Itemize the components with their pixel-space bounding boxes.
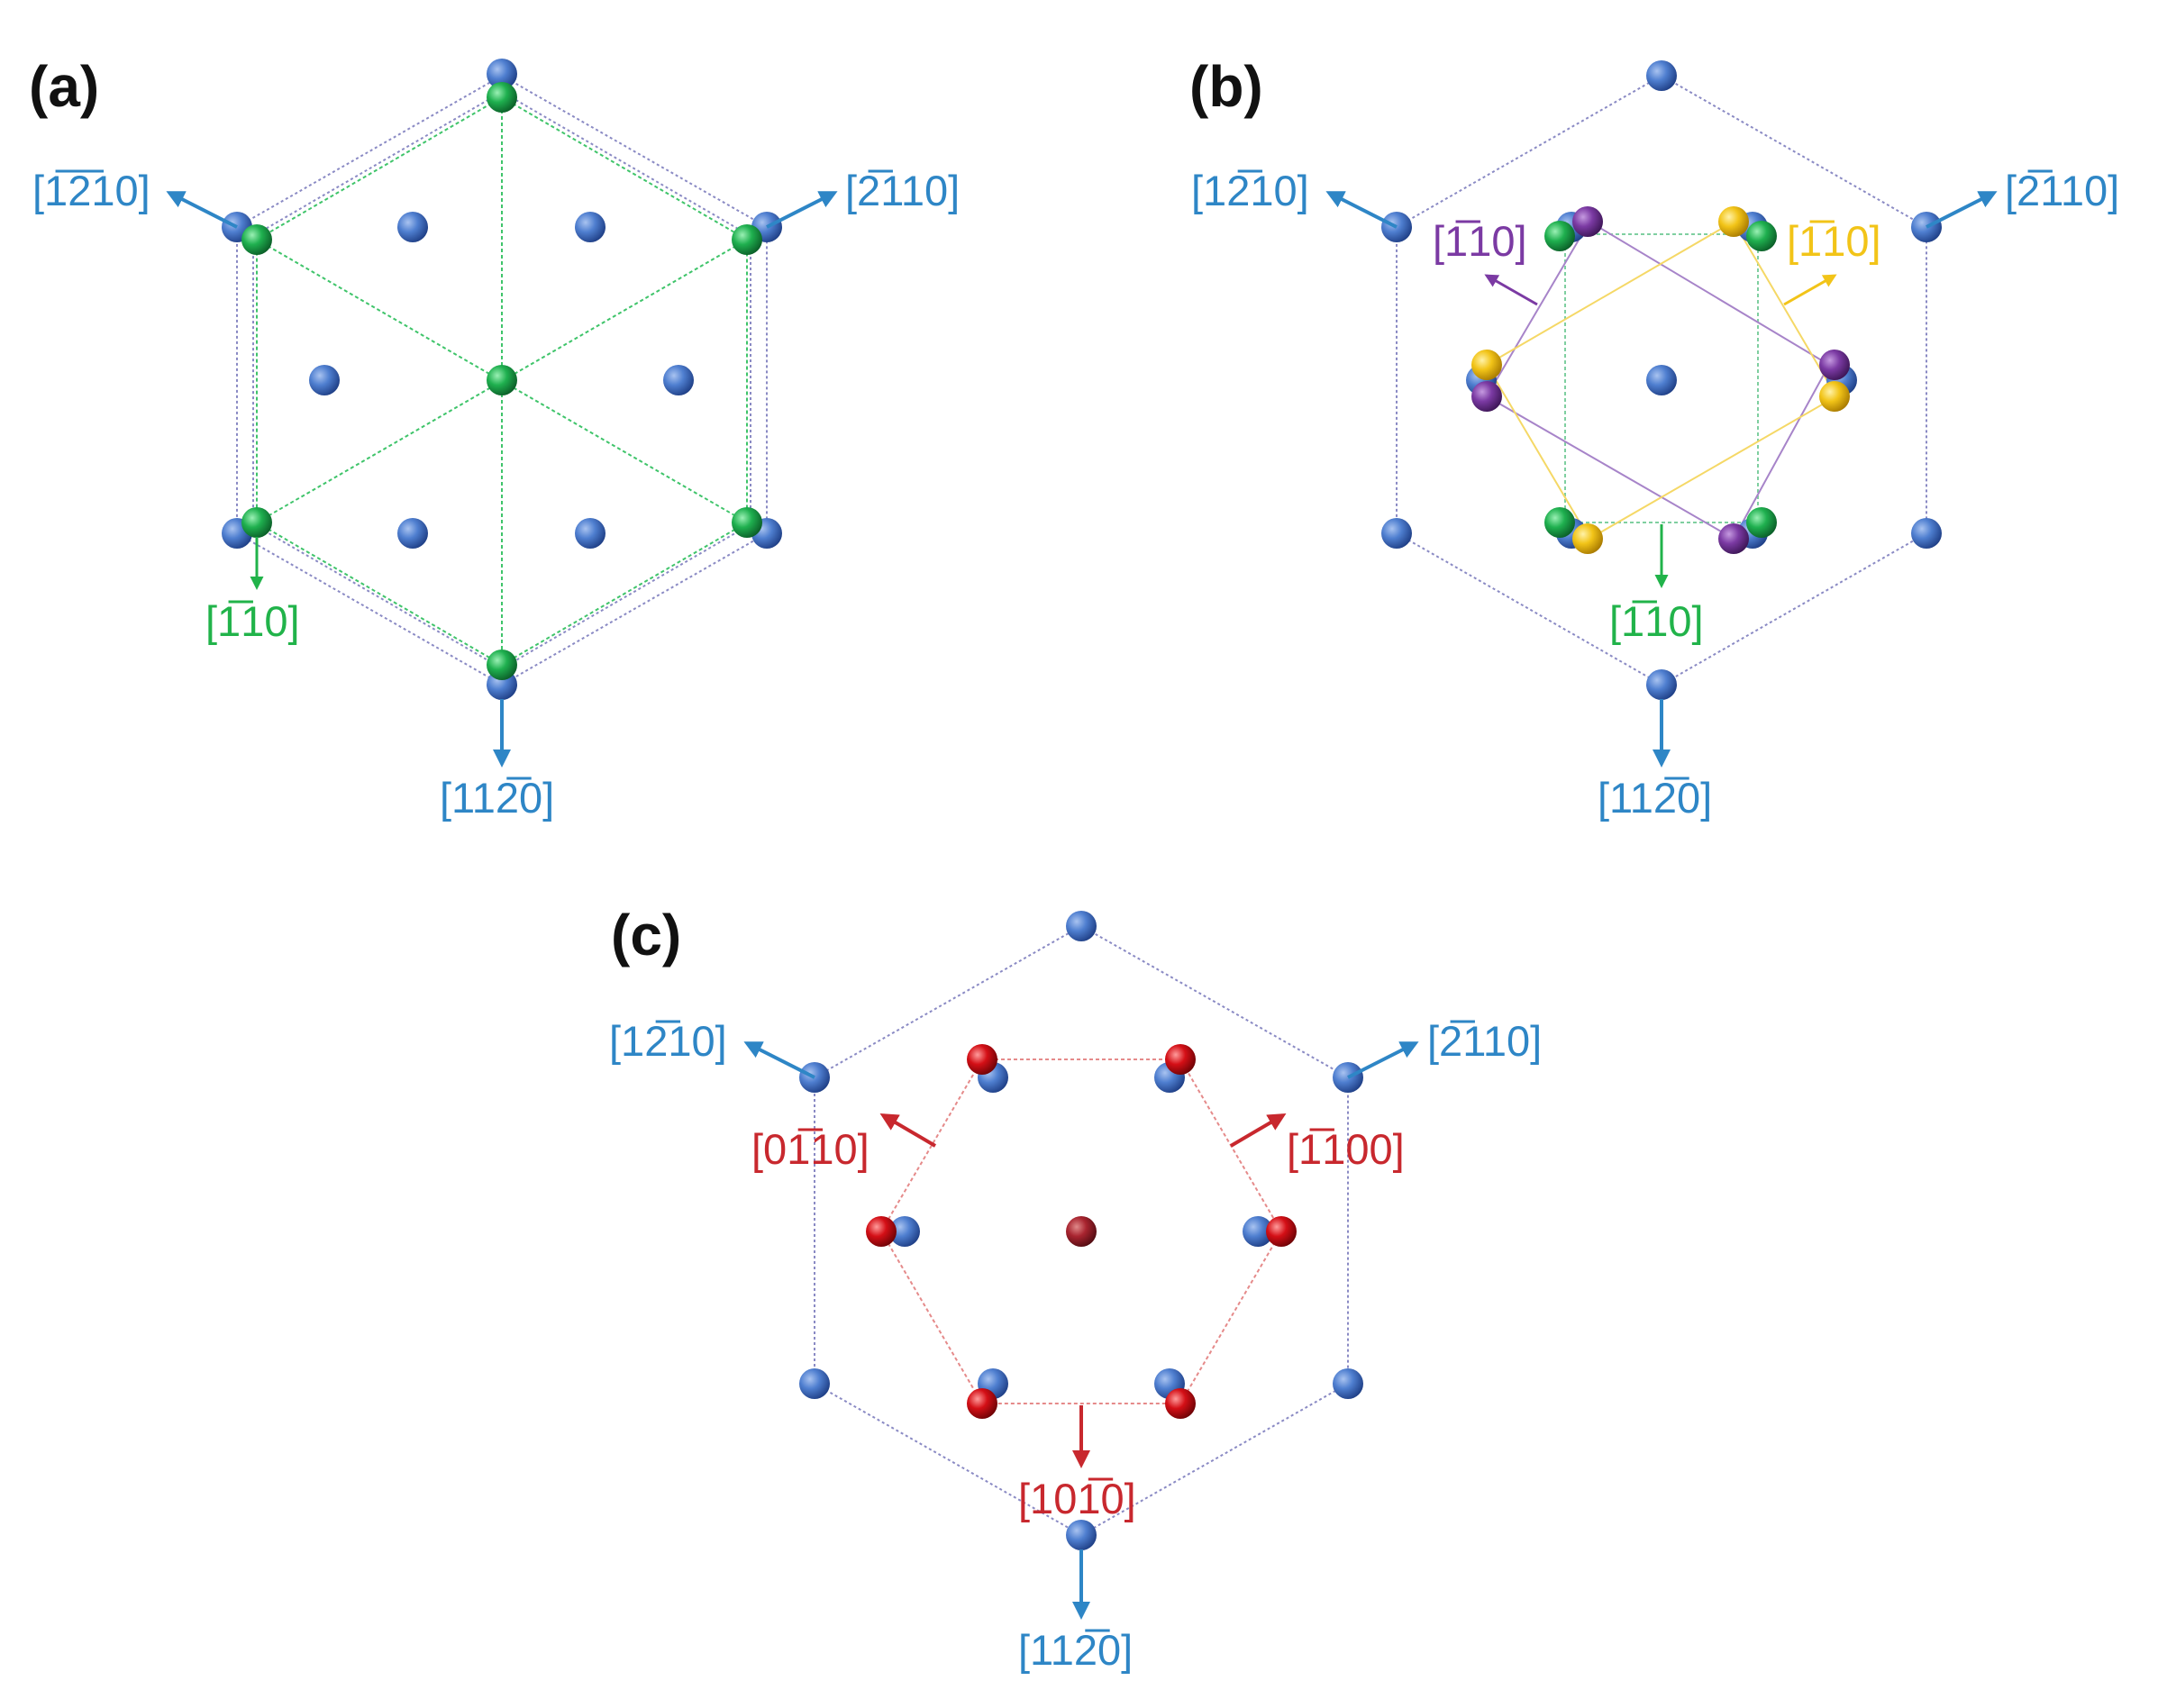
atom-yellow [1471,350,1502,380]
atom-green [487,650,517,680]
atom-blue [1333,1368,1363,1399]
atom-green [1544,221,1575,251]
atom-blue [397,212,428,242]
atom-blue [397,518,428,549]
atom-purple [1819,350,1850,380]
arrow-purple-110 [1484,274,1538,306]
label-2110: [2̅110] [2005,167,2119,214]
atom-red [1165,1044,1196,1075]
atom-red [1165,1388,1196,1419]
atom-red [967,1388,997,1419]
atom-green [241,507,272,538]
atom-green [732,224,762,255]
arrow-1210 [166,191,238,229]
panel-c-blue-atoms [799,911,1363,1550]
atom-purple [1718,523,1749,554]
atom-red [866,1216,897,1247]
label-green-110: [1̅10] [1609,597,1704,645]
arrow-yellow-110 [1783,274,1837,306]
panel-b-label: (b) [1189,54,1263,119]
atom-blue [663,365,694,395]
atom-blue [1911,518,1942,549]
atom-purple [1572,206,1603,237]
atom-blue [1066,1520,1097,1550]
label-yellow-110: [1̅10] [1787,217,1881,265]
arrow-2110 [1926,191,1998,229]
atom-blue [889,1216,920,1247]
panel-a: (a) [29,54,960,822]
atom-yellow [1819,381,1850,412]
atom-green [241,224,272,255]
panel-b-colored-atoms [1471,206,1850,554]
label-1120: [112̅0] [440,774,554,822]
arrow-2110 [1347,1041,1419,1079]
atom-blue [1646,365,1677,395]
label-1120: [112̅0] [1598,774,1712,822]
panel-c: (c) [609,903,1542,1674]
arrow-1100 [1229,1113,1287,1148]
label-1210: [12̅10] [1191,167,1309,214]
atom-blue [575,212,606,242]
panel-a-green-atoms [241,82,762,680]
atom-blue [1381,518,1412,549]
label-1120: [112̅0] [1018,1626,1133,1674]
label-purple-110: [1̅10] [1433,217,1527,265]
panel-c-red-atoms [866,1044,1297,1419]
atom-blue [1243,1216,1273,1247]
atom-red [1266,1216,1297,1247]
atom-red [967,1044,997,1075]
arrow-1210 [743,1041,815,1079]
panel-b: (b) [1189,54,2119,822]
label-2110: [2̅110] [845,167,960,214]
atom-purple [1471,381,1502,412]
atom-yellow [1572,523,1603,554]
label-1210: [1̅2̅10] [32,167,150,214]
arrow-2110 [766,191,838,229]
arrow-1210 [1325,191,1398,229]
atom-green [1544,507,1575,538]
atom-dark-red [1066,1216,1097,1247]
arrow-0110 [879,1113,937,1148]
atom-blue [309,365,340,395]
label-green-110: [1̅10] [205,597,300,645]
atom-blue [799,1368,830,1399]
panel-c-label: (c) [611,903,681,968]
label-0110: [01̅10] [751,1125,870,1173]
atom-blue [575,518,606,549]
atom-green [487,82,517,113]
atom-blue [1066,911,1097,941]
atom-green [1746,507,1777,538]
label-1010: [101̅0] [1018,1475,1136,1522]
panel-a-label: (a) [29,54,99,119]
atom-blue [1646,60,1677,91]
atom-blue [487,59,517,89]
label-1210: [12̅10] [609,1017,727,1065]
label-2110: [2̅110] [1427,1017,1542,1065]
atom-blue [1646,669,1677,700]
label-1100: [1̅100] [1287,1125,1405,1173]
atom-green [732,507,762,538]
atom-yellow [1718,206,1749,237]
atom-green [487,365,517,395]
atom-green [1746,221,1777,251]
